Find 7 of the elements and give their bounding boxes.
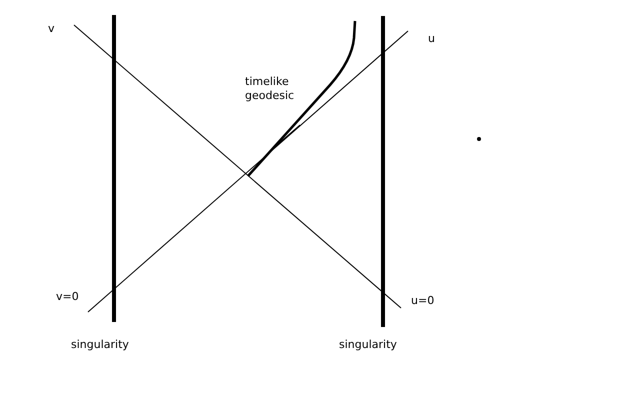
axis-label: v=0 — [56, 290, 80, 304]
axis-label: v — [48, 22, 56, 36]
axis-label: singularity — [71, 338, 130, 352]
axis-label: singularity — [339, 338, 398, 352]
axis-label: u — [428, 32, 436, 46]
axis-label: timelike geodesic — [245, 75, 296, 103]
axis-label: u=0 — [411, 294, 436, 308]
